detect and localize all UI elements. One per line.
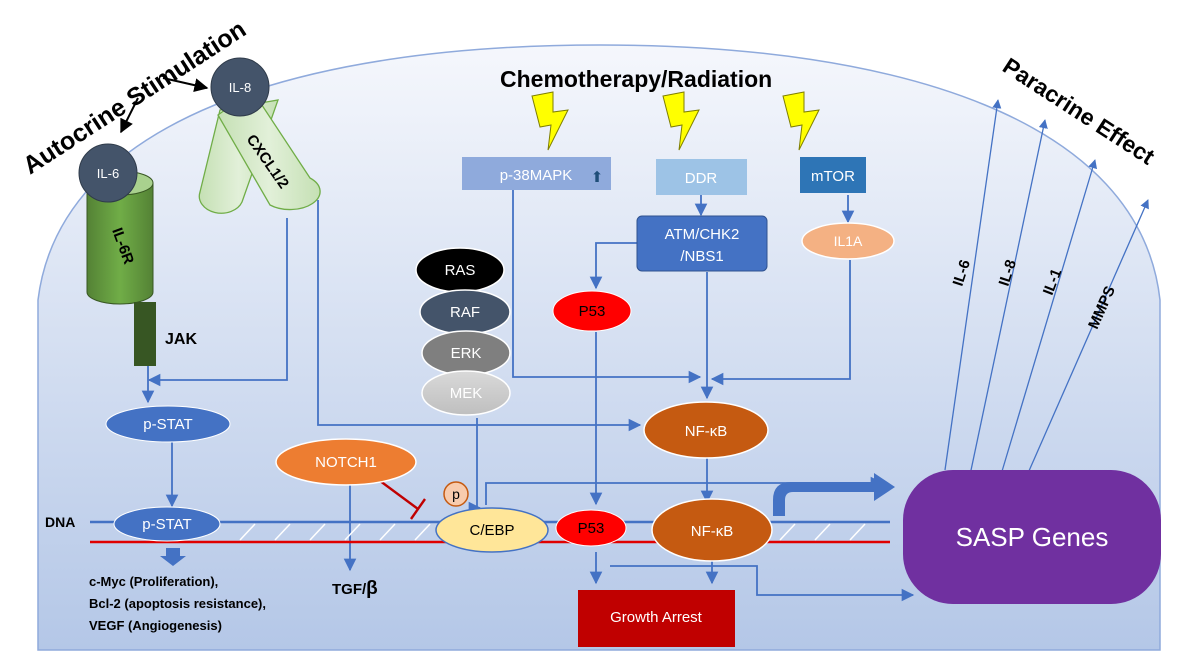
- paracrine-arrow-il8: [969, 119, 1048, 476]
- arrow-atm-to-p53: [589, 242, 637, 290]
- p53-upper-label: P53: [579, 303, 606, 320]
- cebp-node: [435, 507, 549, 553]
- phosphate-label: p: [452, 486, 460, 502]
- lightning-bolt-1: [531, 91, 569, 151]
- pathway-connectors: [141, 190, 915, 602]
- growth-arrest-label: Growth Arrest: [610, 609, 703, 626]
- nfkb-upper-label: NF-κB: [685, 423, 728, 440]
- mtor-label: mTOR: [811, 168, 855, 185]
- pstat-dna-node: [113, 506, 221, 542]
- p53-upper-node: [552, 290, 632, 332]
- ddr-box: [656, 159, 747, 195]
- atm-chk2-nbs1-box: [636, 215, 768, 272]
- il1a-label: IL1A: [834, 233, 863, 249]
- mtor-box: [800, 157, 866, 193]
- il6-ligand-label: IL-6: [97, 166, 119, 181]
- arrow-cxcl-to-pstat: [147, 218, 288, 387]
- arrow-cxcl-to-nfkb: [317, 200, 642, 432]
- paracrine-arrows: [944, 99, 1149, 481]
- lightning-bolt-3: [782, 91, 820, 151]
- notch-inhibition-bar: [410, 498, 426, 520]
- cxcl-receptor: CXCL1/2: [198, 89, 321, 214]
- sasp-genes-box: [903, 470, 1161, 604]
- erk-label: ERK: [451, 345, 482, 362]
- pstat-upper-node: [105, 405, 231, 443]
- phosphate-node: [443, 481, 469, 507]
- notch1-label: NOTCH1: [315, 454, 377, 471]
- jak-kinase: [134, 302, 156, 366]
- p38mapk-label: p-38MAPK: [500, 167, 573, 184]
- paracrine-arrow-mmps: [1024, 199, 1149, 481]
- outcome-line-1: c-Myc (Proliferation),: [89, 574, 218, 589]
- lightning-bolt-2: [662, 91, 700, 151]
- ras-label: RAS: [445, 262, 476, 279]
- dna-label: DNA: [45, 514, 75, 530]
- pstat-upper-label: p-STAT: [143, 416, 192, 433]
- arrow-dna-to-sasp: [610, 565, 915, 602]
- notch1-node: [275, 438, 417, 486]
- nbs1-label: /NBS1: [680, 248, 723, 265]
- mek-node: [421, 370, 511, 416]
- autocrine-arrow-right: [162, 77, 209, 93]
- il8-ligand-label: IL-8: [229, 80, 251, 95]
- cebp-label: C/EBP: [469, 522, 514, 539]
- atm-chk2-label: ATM/CHK2: [665, 226, 740, 243]
- nfkb-upper-node: [643, 401, 769, 459]
- sasp-genes-label: SASP Genes: [956, 522, 1109, 552]
- il1a-node: [801, 222, 895, 260]
- jak-label: JAK: [165, 331, 197, 348]
- pstat-outcome-arrow: [160, 548, 186, 566]
- transcription-block-arrow: [773, 473, 895, 516]
- tgf-text: TGF/: [332, 581, 367, 598]
- growth-arrest-box: [578, 590, 735, 647]
- p38mapk-box: [462, 157, 611, 190]
- dna-rungs: [239, 523, 866, 541]
- beta-symbol: β: [366, 578, 378, 599]
- paracrine-arrow-il6: [944, 99, 1002, 471]
- ddr-label: DDR: [685, 170, 718, 187]
- autocrine-arrow-left: [120, 97, 139, 134]
- nfkb-dna-label: NF-κB: [691, 523, 734, 540]
- p38mapk-up-arrow: ⬆: [591, 169, 604, 186]
- pstat-dna-label: p-STAT: [142, 516, 191, 533]
- raf-label: RAF: [450, 304, 480, 321]
- p53-dna-label: P53: [578, 520, 605, 537]
- nfkb-dna-node: [651, 498, 773, 562]
- outcome-line-3: VEGF (Angiogenesis): [89, 618, 222, 633]
- il6-ligand: [78, 143, 138, 203]
- arrow-il1a-to-nfkb: [710, 260, 851, 386]
- paracrine-arrow-il1: [999, 159, 1098, 479]
- tgf-beta-label: TGF/β: [332, 578, 378, 599]
- mek-label: MEK: [450, 385, 483, 402]
- il8-ligand: [210, 57, 270, 117]
- chemo-title: Chemotherapy/Radiation: [500, 66, 772, 92]
- arrow-p38-to-nfkb: [512, 190, 702, 384]
- arrow-cebp-to-sasp: [485, 476, 884, 505]
- outcome-line-2: Bcl-2 (apoptosis resistance),: [89, 596, 266, 611]
- p53-dna-node: [555, 509, 627, 547]
